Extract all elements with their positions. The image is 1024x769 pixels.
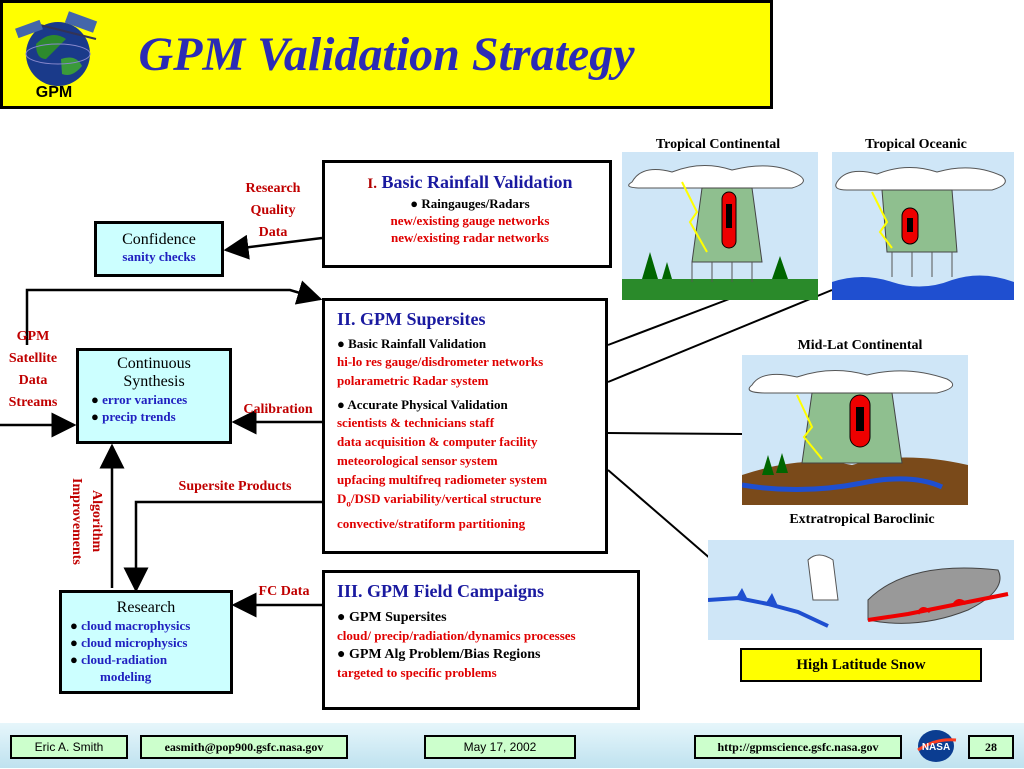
research-item: ● cloud microphysics xyxy=(70,635,188,650)
footer-page-number: 28 xyxy=(968,735,1014,759)
box3-title: III. GPM Field Campaigns xyxy=(337,581,545,601)
gpm-supersites-box: II. GPM Supersites ● Basic Rainfall Vali… xyxy=(322,298,608,554)
extratropical-baroclinic-image xyxy=(707,540,1014,640)
research-item: modeling xyxy=(100,669,152,684)
box3-line: targeted to specific problems xyxy=(337,665,497,680)
nasa-logo: NASA xyxy=(912,728,960,764)
box2-dsd-line: Do/DSD variability/vertical structure xyxy=(337,491,542,509)
basic-rainfall-validation-box: I. Basic Rainfall Validation ● Raingauge… xyxy=(322,160,612,268)
research-item: ● cloud macrophysics xyxy=(70,618,191,633)
fc-data-label: FC Data xyxy=(258,584,310,599)
tropical-oceanic-label: Tropical Oceanic xyxy=(865,137,967,152)
confidence-subtitle: sanity checks xyxy=(122,249,196,264)
footer-author: Eric A. Smith xyxy=(10,735,128,759)
box2-line: scientists & technicians staff xyxy=(337,415,495,430)
calibration-label: Calibration xyxy=(243,402,313,417)
logo-text: GPM xyxy=(35,84,73,101)
page-title: GPM Validation Strategy xyxy=(138,28,635,81)
midlat-continental-image xyxy=(741,355,968,505)
high-latitude-snow-box: High Latitude Snow xyxy=(740,648,982,682)
box1-bullet: ● Raingauges/Radars xyxy=(410,196,530,211)
tropical-continental-label: Tropical Continental xyxy=(655,137,781,152)
research-item: ● cloud-radiation xyxy=(70,652,168,667)
storm-cloud-illustration xyxy=(741,369,968,505)
supersite-products-label: Supersite Products xyxy=(178,479,292,494)
gpm-logo: GPM xyxy=(6,4,110,108)
continuous-item: ● error variances xyxy=(91,392,188,407)
tropical-continental-image xyxy=(622,152,818,300)
continuous-synthesis-box: Continuous Synthesis ● error variances ●… xyxy=(76,348,232,444)
continuous-title-2: Synthesis xyxy=(123,373,185,390)
storm-cloud-illustration xyxy=(832,167,1014,300)
box2-title: II. GPM Supersites xyxy=(337,309,486,329)
box2-line: meteorological sensor system xyxy=(337,453,498,468)
globe-satellite-icon xyxy=(15,11,98,86)
title-box: GPM Validation Strategy xyxy=(0,0,773,109)
box3-bullet-1: ● GPM Supersites xyxy=(337,610,447,625)
midlat-label: Mid-Lat Continental xyxy=(797,338,923,353)
box3-line: cloud/ precip/radiation/dynamics process… xyxy=(337,628,576,643)
high-latitude-snow-label: High Latitude Snow xyxy=(796,656,926,673)
research-title: Research xyxy=(116,599,176,616)
box2-line: hi-lo res gauge/disdrometer networks xyxy=(337,354,544,369)
box1-line: new/existing radar networks xyxy=(391,230,549,245)
storm-cloud-illustration xyxy=(622,165,818,300)
footer-date: May 17, 2002 xyxy=(424,735,576,759)
box2-bullet-1: ● Basic Rainfall Validation xyxy=(337,336,487,351)
box2-line: data acquisition & computer facility xyxy=(337,434,538,449)
box1-numeral: I. xyxy=(367,176,378,192)
svg-text:NASA: NASA xyxy=(922,742,950,753)
extratropical-label: Extratropical Baroclinic xyxy=(789,512,935,527)
algorithm-improvements-label: Algorithm Improvements xyxy=(69,477,104,565)
box2-line: convective/stratiform partitioning xyxy=(337,515,526,531)
continuous-title-1: Continuous xyxy=(117,355,191,372)
footer-url: http://gpmscience.gsfc.nasa.gov xyxy=(694,735,902,759)
box2-line: upfacing multifreq radiometer system xyxy=(337,472,548,487)
box1-title: Basic Rainfall Validation xyxy=(381,172,573,192)
gpm-satellite-data-streams-label: GPM Satellite Data Streams xyxy=(8,329,58,410)
box2-bullet-2: ● Accurate Physical Validation xyxy=(337,397,508,412)
research-box: Research ● cloud macrophysics ● cloud mi… xyxy=(59,590,233,694)
frontal-system-illustration xyxy=(707,554,1009,628)
confidence-title: Confidence xyxy=(122,231,196,248)
continuous-item: ● precip trends xyxy=(91,409,176,424)
nasa-meatball-icon: NASA xyxy=(917,730,957,762)
gpm-field-campaigns-box: III. GPM Field Campaigns ● GPM Supersite… xyxy=(322,570,640,710)
tropical-oceanic-image xyxy=(832,152,1014,300)
research-quality-data-label: Research Quality Data xyxy=(245,181,301,240)
footer-email: easmith@pop900.gsfc.nasa.gov xyxy=(140,735,348,759)
box3-bullet-2: ● GPM Alg Problem/Bias Regions xyxy=(337,647,541,662)
confidence-box: Confidence sanity checks xyxy=(94,221,224,277)
box1-line: new/existing gauge networks xyxy=(390,213,550,228)
box2-line: polarametric Radar system xyxy=(337,373,489,388)
